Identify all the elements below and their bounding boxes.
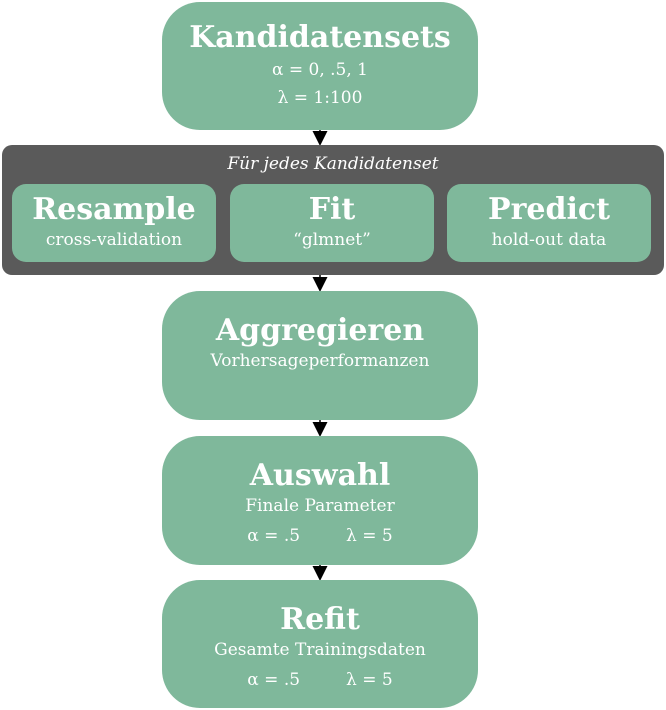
candidate-sets-title: Kandidatensets [189,20,451,55]
refit-params: α = .5 λ = 5 [162,668,478,692]
refit-node: Refit Gesamte Trainingsdaten α = .5 λ = … [162,580,478,708]
loop-container: Für jedes Kandidatenset Resample cross-v… [2,145,664,275]
candidate-sets-node: Kandidatensets α = 0, .5, 1 λ = 1:100 [162,2,478,130]
aggregate-node: Aggregieren Vorhersageperformanzen [162,291,478,420]
refit-lambda: λ = 5 [346,670,393,690]
resample-title: Resample [32,192,196,227]
fit-sub: “glmnet” [293,230,371,250]
predict-title: Predict [488,192,610,227]
fit-title: Fit [308,192,356,227]
aggregate-title: Aggregieren [215,313,425,348]
selection-node: Auswahl Finale Parameter α = .5 λ = 5 [162,436,478,565]
selection-lambda: λ = 5 [346,526,393,546]
refit-alpha: α = .5 [247,670,301,690]
resample-node: Resample cross-validation [12,184,216,262]
selection-alpha: α = .5 [247,526,301,546]
aggregate-sub: Vorhersageperformanzen [210,351,430,371]
refit-title: Refit [280,602,360,637]
candidate-sets-lambda: λ = 1:100 [277,88,363,108]
loop-label: Für jedes Kandidatenset [227,154,439,174]
selection-sub: Finale Parameter [245,496,395,516]
resample-sub: cross-validation [45,230,183,250]
candidate-sets-alpha: α = 0, .5, 1 [272,60,368,80]
predict-sub: hold-out data [491,230,607,250]
fit-node: Fit “glmnet” [230,184,434,262]
refit-sub: Gesamte Trainingsdaten [214,640,426,660]
selection-title: Auswahl [249,458,391,493]
selection-params: α = .5 λ = 5 [162,524,478,548]
predict-node: Predict hold-out data [447,184,651,262]
